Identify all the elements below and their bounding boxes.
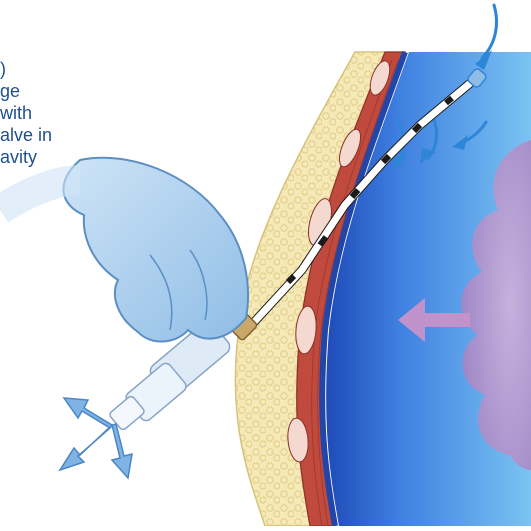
caption-line: avity — [0, 146, 190, 168]
caption-line: alve in — [0, 124, 190, 146]
caption-line: with — [0, 102, 190, 124]
gloved-hand — [0, 158, 248, 342]
caption-line: ge — [0, 80, 190, 102]
caption-line: ) — [0, 58, 190, 80]
caption-text: ) ge with alve in avity — [0, 58, 190, 168]
